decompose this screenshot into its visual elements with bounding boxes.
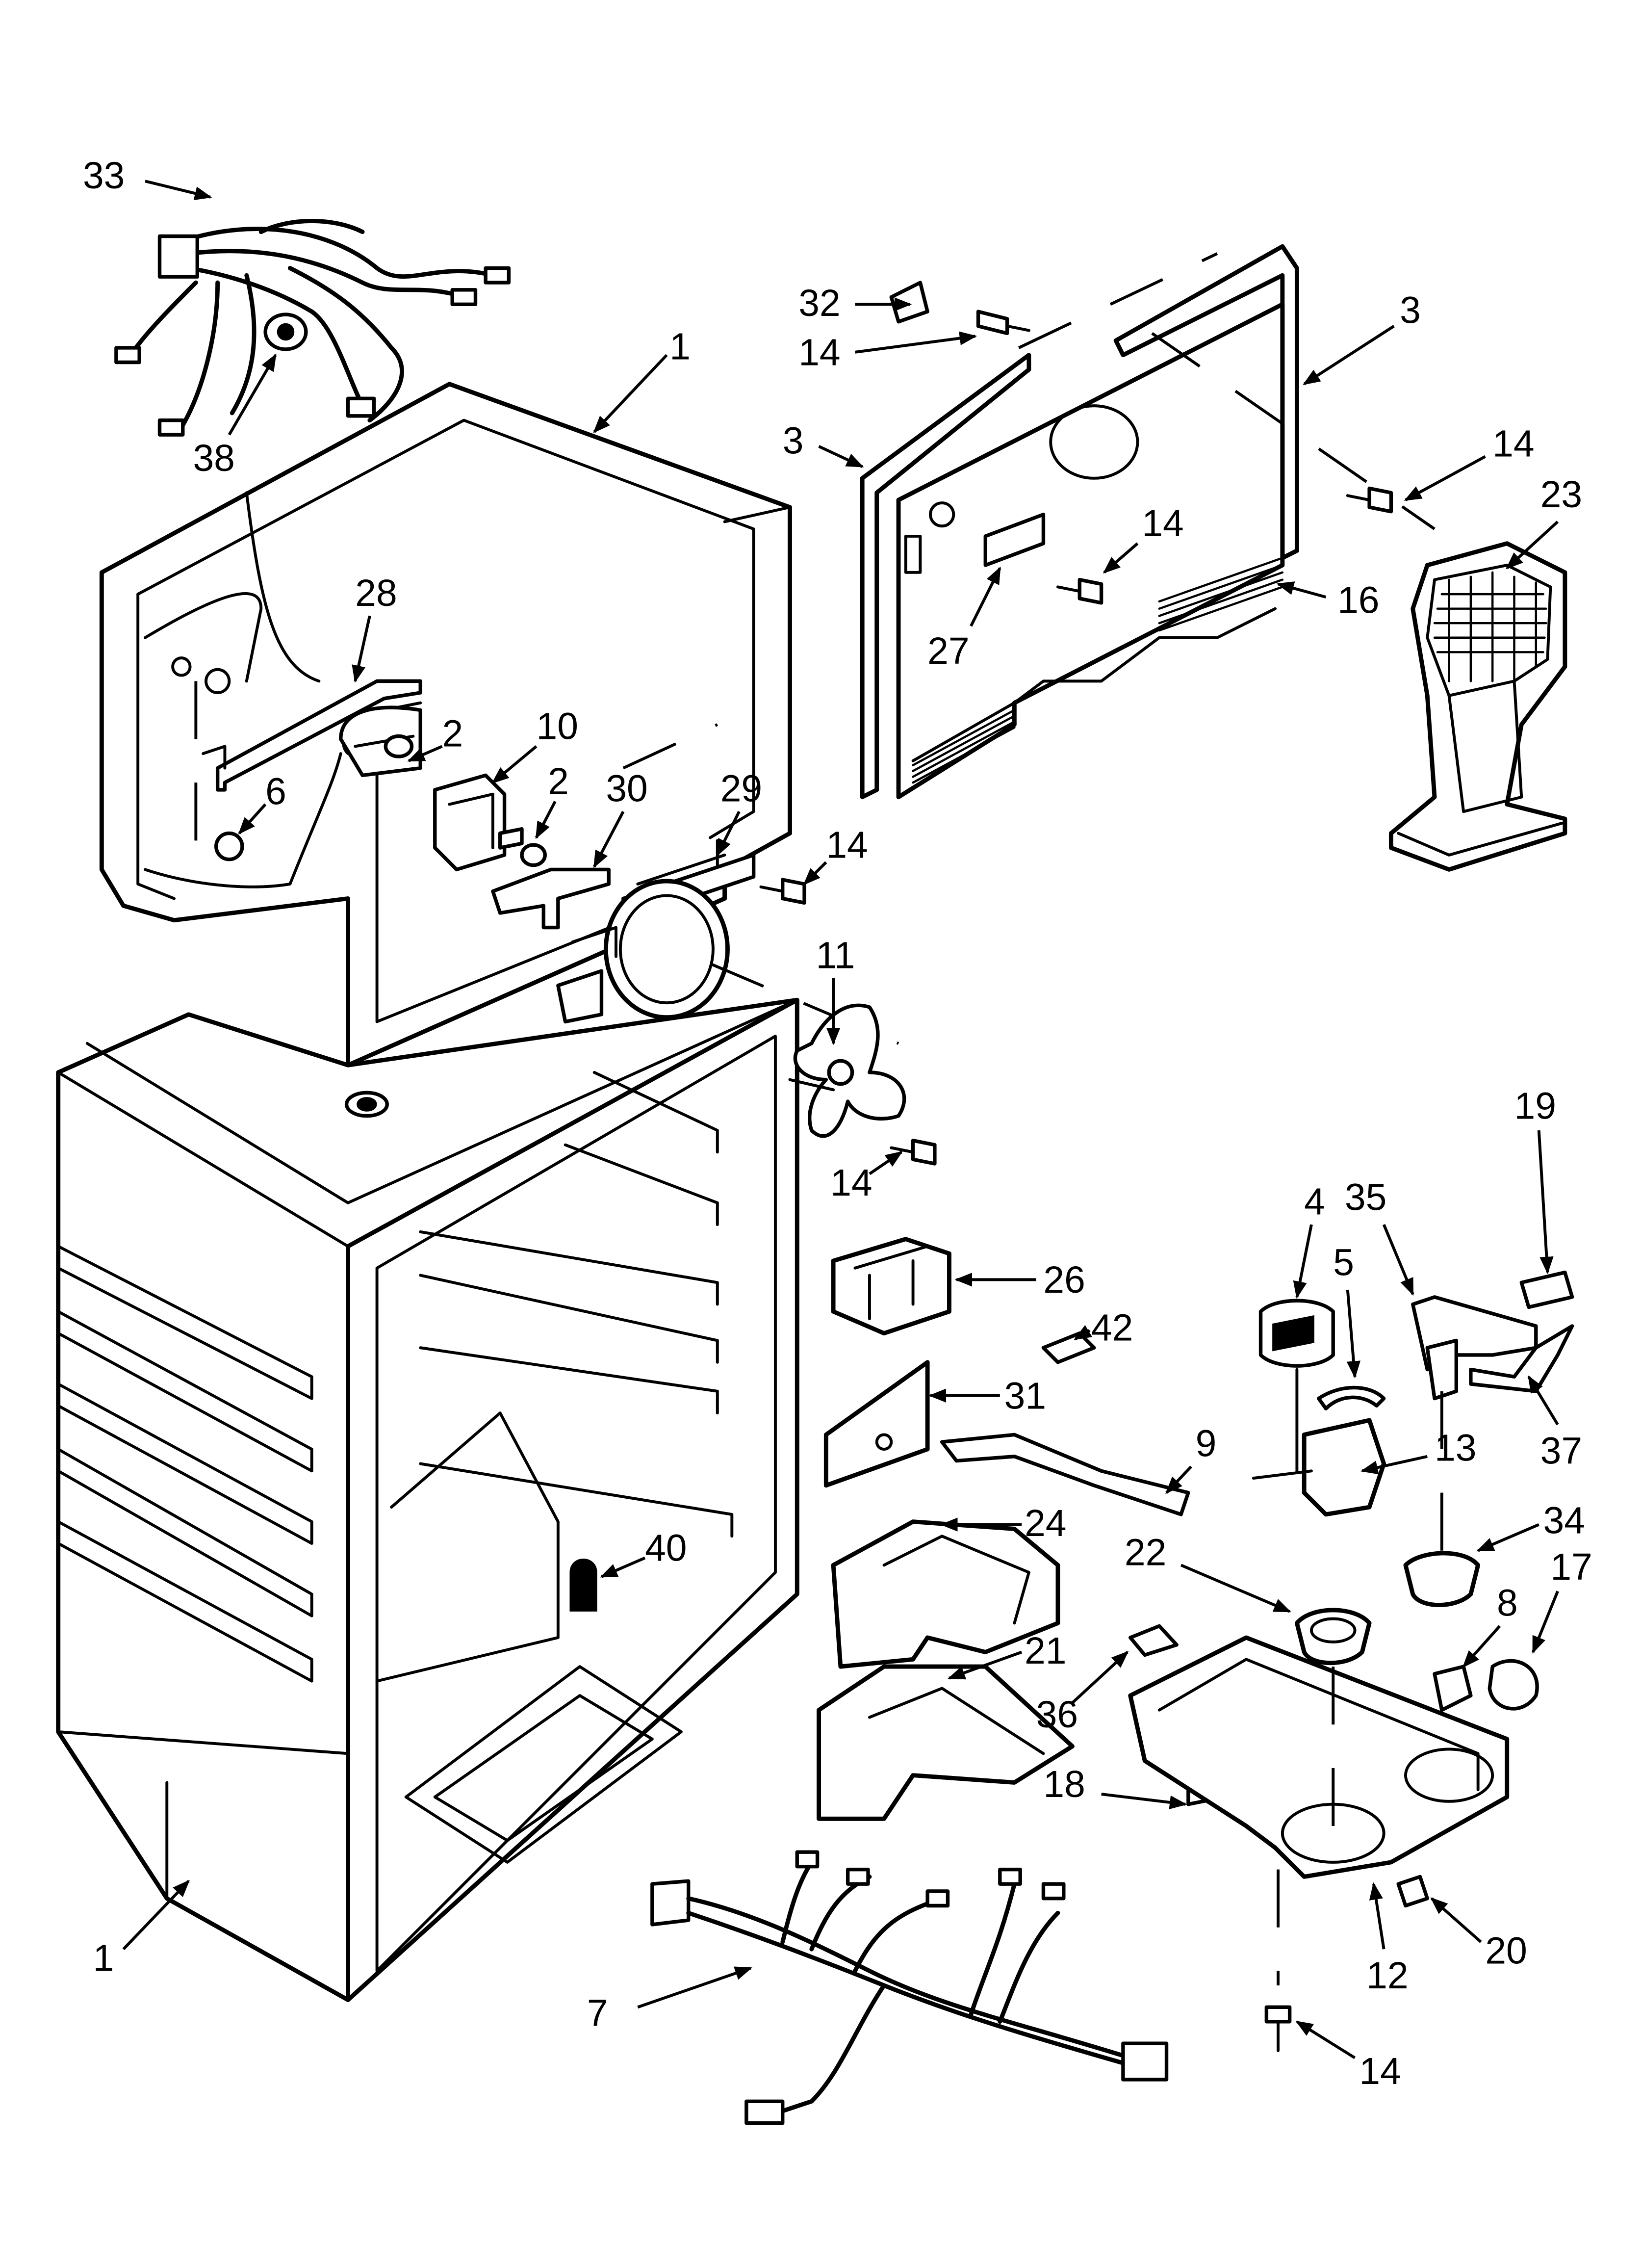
callout-6: 6 bbox=[265, 770, 286, 812]
callout-14-c: 14 bbox=[1142, 502, 1183, 545]
callout-36: 36 bbox=[1036, 1694, 1078, 1736]
callout-34: 34 bbox=[1543, 1499, 1585, 1541]
callout-32: 32 bbox=[798, 282, 840, 324]
callout-31: 31 bbox=[1004, 1375, 1046, 1417]
callout-29: 29 bbox=[720, 768, 762, 810]
callout-21: 21 bbox=[1025, 1630, 1066, 1672]
refrigerator-liner bbox=[56, 997, 799, 2002]
callout-14-d: 14 bbox=[826, 824, 868, 866]
callout-38: 38 bbox=[193, 437, 234, 479]
callout-1-bottom: 1 bbox=[93, 1937, 114, 1979]
callout-7: 7 bbox=[587, 1992, 608, 2034]
callout-9: 9 bbox=[1196, 1423, 1217, 1465]
callout-30: 30 bbox=[606, 768, 647, 810]
callout-17: 17 bbox=[1550, 1546, 1592, 1588]
callout-13: 13 bbox=[1435, 1427, 1476, 1469]
callout-14-f: 14 bbox=[1359, 2050, 1401, 2092]
callout-37: 37 bbox=[1540, 1430, 1582, 1472]
callout-14-b: 14 bbox=[1492, 423, 1534, 465]
control-assembly bbox=[194, 679, 899, 1045]
callout-28: 28 bbox=[355, 572, 397, 614]
callout-3-right: 3 bbox=[1400, 289, 1421, 332]
callout-33: 33 bbox=[83, 155, 125, 197]
callout-23: 23 bbox=[1540, 473, 1582, 516]
callout-5: 5 bbox=[1333, 1242, 1354, 1284]
callout-8: 8 bbox=[1497, 1582, 1518, 1624]
callout-12: 12 bbox=[1366, 1955, 1408, 1997]
callout-42: 42 bbox=[1091, 1306, 1133, 1349]
air-duct bbox=[1388, 541, 1567, 872]
fan-blade bbox=[788, 1003, 906, 1138]
housing-parts bbox=[817, 1237, 1190, 1821]
lower-wire-harness bbox=[650, 1850, 1169, 2125]
callout-14-a: 14 bbox=[798, 331, 840, 373]
callout-40: 40 bbox=[645, 1527, 687, 1569]
rear-panel-assembly bbox=[860, 244, 1436, 800]
callout-14-e: 14 bbox=[830, 1162, 872, 1204]
callout-10: 10 bbox=[537, 705, 578, 748]
callout-27: 27 bbox=[927, 630, 969, 672]
callout-20: 20 bbox=[1485, 1930, 1527, 1972]
callout-22: 22 bbox=[1125, 1531, 1166, 1573]
dispenser-assembly bbox=[1128, 1270, 1574, 1985]
callout-2-b: 2 bbox=[548, 760, 569, 803]
callout-16: 16 bbox=[1337, 579, 1379, 622]
callout-1-top: 1 bbox=[669, 326, 691, 368]
callout-4: 4 bbox=[1304, 1180, 1325, 1223]
freezer-liner bbox=[99, 382, 792, 1068]
callout-18: 18 bbox=[1043, 1763, 1085, 1805]
callout-35: 35 bbox=[1345, 1176, 1386, 1219]
callout-26: 26 bbox=[1043, 1259, 1085, 1301]
callout-19: 19 bbox=[1514, 1085, 1556, 1127]
callout-11: 11 bbox=[816, 934, 855, 976]
upper-wire-harness bbox=[114, 219, 511, 437]
callout-3-left: 3 bbox=[783, 420, 804, 462]
callout-2-a: 2 bbox=[442, 712, 463, 755]
callout-24: 24 bbox=[1025, 1502, 1066, 1544]
callout-labels: 33 38 1 32 14 3 3 14 23 14 16 27 28 2 10… bbox=[83, 155, 1592, 2092]
